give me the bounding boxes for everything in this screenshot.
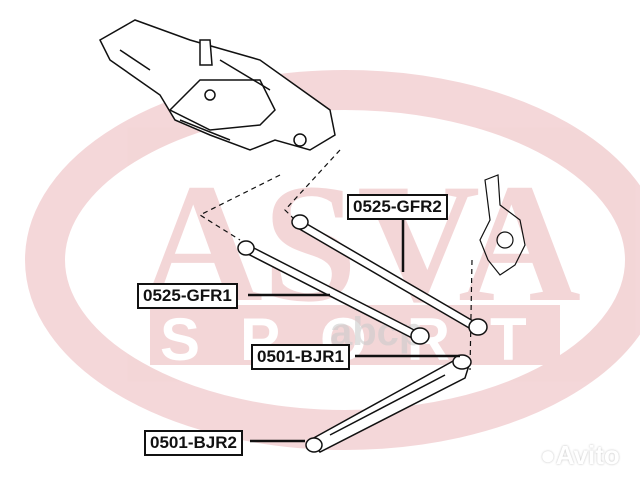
rear-knuckle [479, 174, 526, 276]
leader-lines [248, 218, 460, 443]
label-0501-bjr2: 0501-BJR2 [144, 430, 243, 456]
arm-0525-gfr2 [291, 214, 488, 336]
dashed-guides [198, 149, 473, 371]
arm-0525-gfr1 [237, 240, 430, 345]
label-0525-gfr2: 0525-GFR2 [347, 194, 448, 220]
rear-subframe [99, 19, 336, 151]
asva-sport-logo: ASVA SPORT [25, 70, 640, 450]
avito-logo-icon: ● [540, 440, 556, 470]
label-0525-gfr1: 0525-GFR1 [137, 283, 238, 309]
avito-watermark: ●Avito [540, 440, 620, 471]
avito-text: Avito [555, 440, 620, 470]
label-0501-bjr1: 0501-BJR1 [251, 344, 350, 370]
arm-0501-bjr2 [305, 354, 472, 453]
